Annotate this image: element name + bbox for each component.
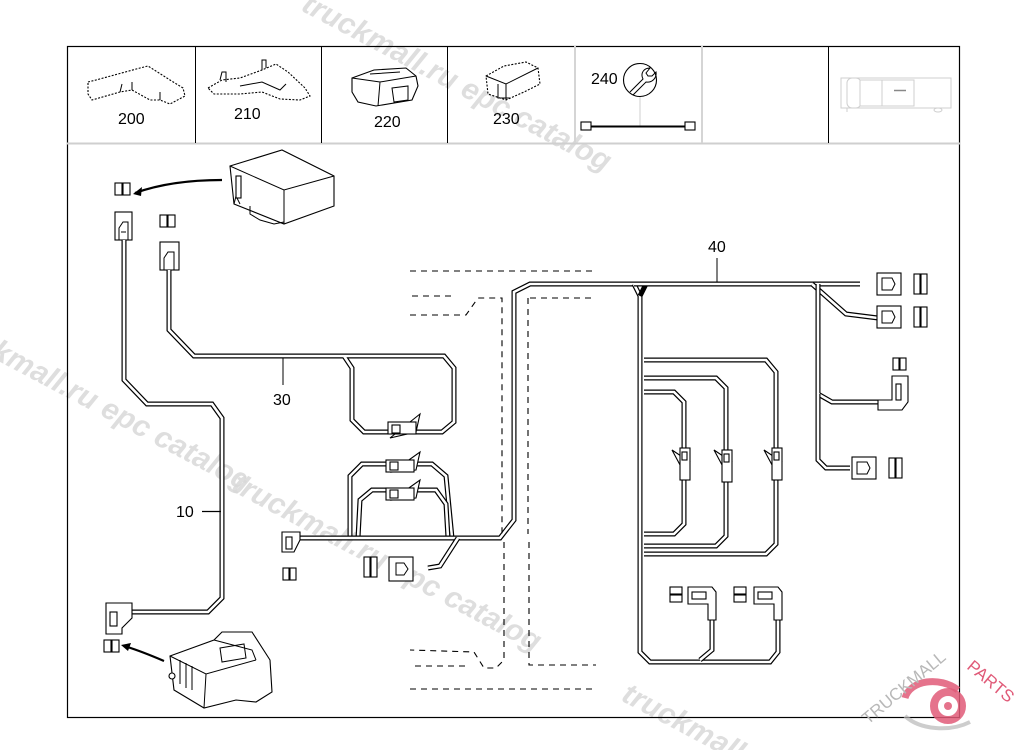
plug-connector-10-bottom[interactable] [105, 602, 133, 635]
inline-connector[interactable] [385, 478, 421, 501]
connector-clip [913, 273, 928, 295]
inline-connector[interactable] [671, 447, 691, 481]
callout-40: 40 [708, 239, 726, 256]
plug-connector[interactable] [388, 556, 414, 582]
header-part-preview[interactable] [840, 77, 952, 113]
wire-10[interactable] [121, 240, 225, 615]
control-unit[interactable] [229, 149, 335, 225]
radio-unit[interactable] [168, 631, 273, 709]
inline-connector[interactable] [763, 447, 783, 481]
diagram-frame [66, 45, 961, 719]
connector-clip [103, 639, 120, 653]
connector-housing-icon [351, 67, 419, 107]
arrow-head [121, 643, 131, 651]
cover-cap-icon [87, 65, 186, 105]
plug-connector[interactable] [877, 375, 909, 411]
part-label-200: 200 [118, 111, 145, 128]
watermark-text: truckmall.ru epc catalog [0, 307, 257, 498]
connector-clip [888, 457, 903, 479]
header-part-210[interactable]: 210 [207, 59, 311, 123]
header-part-220[interactable]: 220 [351, 67, 419, 131]
header-cell-dividers [195, 46, 829, 143]
arrow-to-connector [134, 178, 223, 195]
header-part-240[interactable]: 240 [580, 62, 696, 131]
part-label-210: 210 [234, 106, 261, 123]
connector-clip [892, 357, 907, 371]
part-label-220: 220 [374, 114, 401, 131]
plug-connector[interactable] [753, 586, 783, 621]
plug-connector[interactable] [281, 531, 301, 553]
inline-connector[interactable] [387, 412, 421, 439]
radio-unit-preview-icon [840, 77, 952, 113]
cable-tray-icon [207, 63, 311, 101]
watermark-text: truckmall.ru epc catalog [297, 0, 617, 178]
plug-connector-10-top[interactable] [114, 211, 133, 241]
plug-connector[interactable] [687, 586, 717, 621]
logo-text-right: PARTS [963, 657, 1017, 707]
plug-connector-30-top[interactable] [159, 241, 180, 271]
connector-clip [114, 182, 131, 196]
header-part-200[interactable]: 200 [87, 65, 186, 128]
plug-connector[interactable] [876, 305, 902, 329]
plug-connector[interactable] [851, 456, 877, 480]
inline-connector[interactable] [385, 450, 421, 473]
connector-clip [669, 586, 683, 603]
inline-connector[interactable] [713, 449, 733, 483]
connector-clip [282, 567, 297, 581]
connector-clip [913, 306, 928, 328]
truckmall-parts-logo: TRUCKMALL PARTS [858, 647, 1018, 731]
header-part-230[interactable]: 230 [485, 61, 541, 128]
connector-clip [363, 556, 378, 578]
plug-connector[interactable] [876, 272, 902, 296]
arrow-head [133, 187, 142, 196]
connector-clip [733, 586, 747, 603]
wrench-icon [622, 62, 658, 98]
optional-wiring-dashed [409, 270, 596, 690]
arrow-to-connector [123, 644, 165, 663]
callout-30: 30 [273, 392, 291, 409]
header-cell-empty [703, 47, 828, 143]
callout-10: 10 [176, 504, 194, 521]
wire-30[interactable] [166, 270, 457, 435]
wire-40[interactable] [631, 281, 880, 665]
part-label-230: 230 [493, 111, 520, 128]
connector-clip [159, 214, 176, 228]
part-label-240: 240 [591, 71, 618, 88]
